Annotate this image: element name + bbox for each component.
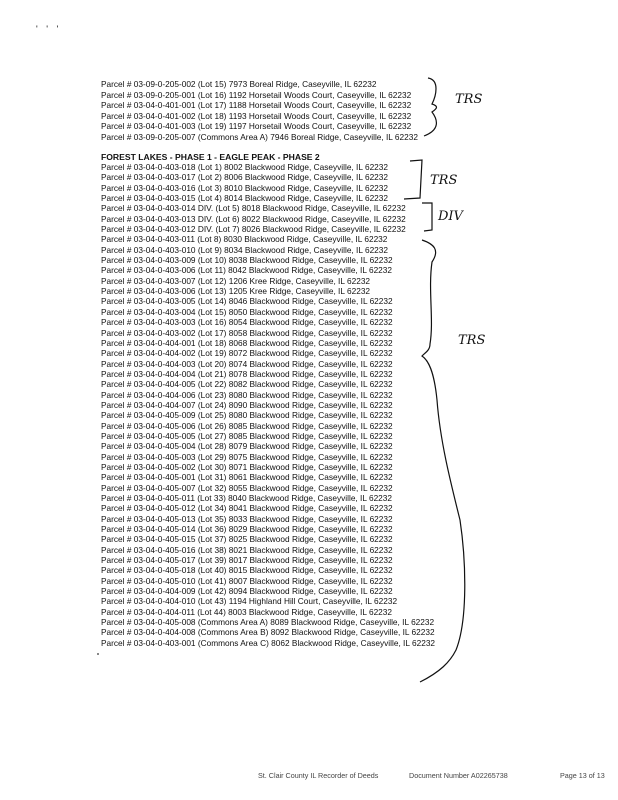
parcel-line: Parcel # 03-04-0-404-001 (Lot 18) 8068 B… xyxy=(101,337,393,348)
parcel-line: Parcel # 03-04-0-405-002 (Lot 30) 8071 B… xyxy=(101,461,393,472)
annotation-trs-3: TRS xyxy=(458,333,485,348)
parcel-line: Parcel # 03-04-0-404-006 (Lot 23) 8080 B… xyxy=(101,389,393,400)
parcel-line: Parcel # 03-04-0-405-009 (Lot 25) 8080 B… xyxy=(101,410,393,421)
parcel-line: Parcel # 03-09-0-205-002 (Lot 15) 7973 B… xyxy=(101,79,377,89)
footer-page-number: Page 13 of 13 xyxy=(560,771,605,780)
parcel-line: Parcel # 03-09-0-205-007 (Commons Area A… xyxy=(101,131,418,142)
annotation-trs-1: TRS xyxy=(455,92,482,107)
parcel-line: Parcel # 03-04-0-403-005 (Lot 14) 8046 B… xyxy=(101,296,393,307)
parcel-line: Parcel # 03-04-0-403-004 (Lot 15) 8050 B… xyxy=(101,306,393,317)
parcel-line: Parcel # 03-04-0-405-003 (Lot 29) 8075 B… xyxy=(101,451,393,462)
parcel-line: Parcel # 03-04-0-405-012 (Lot 34) 8041 B… xyxy=(101,503,393,514)
parcel-line: Parcel # 03-04-0-405-010 (Lot 41) 8007 B… xyxy=(101,575,393,586)
parcel-line: Parcel # 03-04-0-404-004 (Lot 21) 8078 B… xyxy=(101,368,393,379)
parcel-line: Parcel # 03-04-0-405-015 (Lot 37) 8025 B… xyxy=(101,534,393,545)
parcel-line: Parcel # 03-04-0-403-007 (Lot 12) 1206 K… xyxy=(101,275,371,286)
footer-recorder: St. Clair County IL Recorder of Deeds xyxy=(258,771,379,780)
parcel-line: Parcel # 03-04-0-405-004 (Lot 28) 8079 B… xyxy=(101,441,393,452)
parcel-line: Parcel # 03-04-0-404-005 (Lot 22) 8082 B… xyxy=(101,379,393,390)
parcel-line: Parcel # 03-04-0-405-001 (Lot 31) 8061 B… xyxy=(101,472,393,483)
parcel-line: Parcel # 03-04-0-403-012 DIV. (Lot 7) 80… xyxy=(101,224,406,235)
parcel-line: Parcel # 03-04-0-404-009 (Lot 42) 8094 B… xyxy=(101,586,393,597)
parcel-line: Parcel # 03-04-0-401-002 (Lot 18) 1193 H… xyxy=(101,110,412,121)
parcel-line: Parcel # 03-04-0-404-008 (Commons Area B… xyxy=(101,627,435,638)
parcel-line: Parcel # 03-04-0-403-013 DIV. (Lot 6) 80… xyxy=(101,213,406,224)
parcel-line: Parcel # 03-04-0-404-003 (Lot 20) 8074 B… xyxy=(101,358,393,369)
parcel-line: Parcel # 03-04-0-403-011 (Lot 8) 8030 Bl… xyxy=(101,234,388,245)
parcel-line: Parcel # 03-04-0-403-002 (Lot 17) 8058 B… xyxy=(101,327,393,338)
parcel-line: Parcel # 03-04-0-403-017 (Lot 2) 8006 Bl… xyxy=(101,172,389,183)
parcel-line: Parcel # 03-09-0-205-001 (Lot 16) 1192 H… xyxy=(101,89,412,100)
parcel-line: Parcel # 03-04-0-403-018 (Lot 1) 8002 Bl… xyxy=(101,162,389,172)
parcel-line: Parcel # 03-04-0-403-003 (Lot 16) 8054 B… xyxy=(101,317,393,328)
parcel-line: Parcel # 03-04-0-405-014 (Lot 36) 8029 B… xyxy=(101,524,393,535)
footer-document-number: Document Number A02265738 xyxy=(409,771,508,780)
parcel-line: Parcel # 03-04-0-403-010 (Lot 9) 8034 Bl… xyxy=(101,244,389,255)
parcel-line: Parcel # 03-04-0-403-006 (Lot 13) 1205 K… xyxy=(101,286,371,297)
parcel-line: Parcel # 03-04-0-403-016 (Lot 3) 8010 Bl… xyxy=(101,182,389,193)
parcel-list-group-2: Parcel # 03-04-0-403-018 (Lot 1) 8002 Bl… xyxy=(101,162,435,648)
parcel-line: Parcel # 03-04-0-404-011 (Lot 44) 8003 B… xyxy=(101,606,393,617)
parcel-line: Parcel # 03-04-0-404-010 (Lot 43) 1194 H… xyxy=(101,596,398,607)
parcel-line: Parcel # 03-04-0-401-003 (Lot 19) 1197 H… xyxy=(101,121,412,131)
parcel-line: Parcel # 03-04-0-405-011 (Lot 33) 8040 B… xyxy=(101,493,393,503)
parcel-line: Parcel # 03-04-0-405-016 (Lot 38) 8021 B… xyxy=(101,544,393,555)
corner-marks: ' ' ' xyxy=(36,24,62,34)
parcel-line: Parcel # 03-04-0-404-002 (Lot 19) 8072 B… xyxy=(101,348,393,359)
section-heading: FOREST LAKES - PHASE 1 - EAGLE PEAK - PH… xyxy=(101,152,320,162)
parcel-line: Parcel # 03-04-0-403-009 (Lot 10) 8038 B… xyxy=(101,255,393,266)
parcel-line: Parcel # 03-04-0-405-018 (Lot 40) 8015 B… xyxy=(101,565,393,576)
parcel-line: Parcel # 03-04-0-405-005 (Lot 27) 8085 B… xyxy=(101,430,393,441)
parcel-line: Parcel # 03-04-0-401-001 (Lot 17) 1188 H… xyxy=(101,100,412,110)
parcel-line: Parcel # 03-04-0-405-008 (Commons Area A… xyxy=(101,617,435,628)
parcel-line: Parcel # 03-04-0-404-007 (Lot 24) 8090 B… xyxy=(101,399,393,410)
parcel-line: Parcel # 03-04-0-403-001 (Commons Area C… xyxy=(101,637,436,648)
parcel-line: Parcel # 03-04-0-403-015 (Lot 4) 8014 Bl… xyxy=(101,193,389,204)
annotation-div: DIV xyxy=(437,209,465,224)
parcel-line: Parcel # 03-04-0-403-006 (Lot 11) 8042 B… xyxy=(101,265,393,276)
parcel-line: Parcel # 03-04-0-405-007 (Lot 32) 8055 B… xyxy=(101,482,393,493)
brace-group-1 xyxy=(423,77,438,137)
parcel-line: Parcel # 03-04-0-405-013 (Lot 35) 8033 B… xyxy=(101,513,393,524)
parcel-line: Parcel # 03-04-0-403-014 DIV. (Lot 5) 80… xyxy=(101,203,406,214)
parcel-line: Parcel # 03-04-0-405-006 (Lot 26) 8085 B… xyxy=(101,420,393,431)
parcel-line: Parcel # 03-04-0-405-017 (Lot 39) 8017 B… xyxy=(101,555,393,566)
parcel-list-group-1: Parcel # 03-09-0-205-002 (Lot 15) 7973 B… xyxy=(101,79,418,142)
